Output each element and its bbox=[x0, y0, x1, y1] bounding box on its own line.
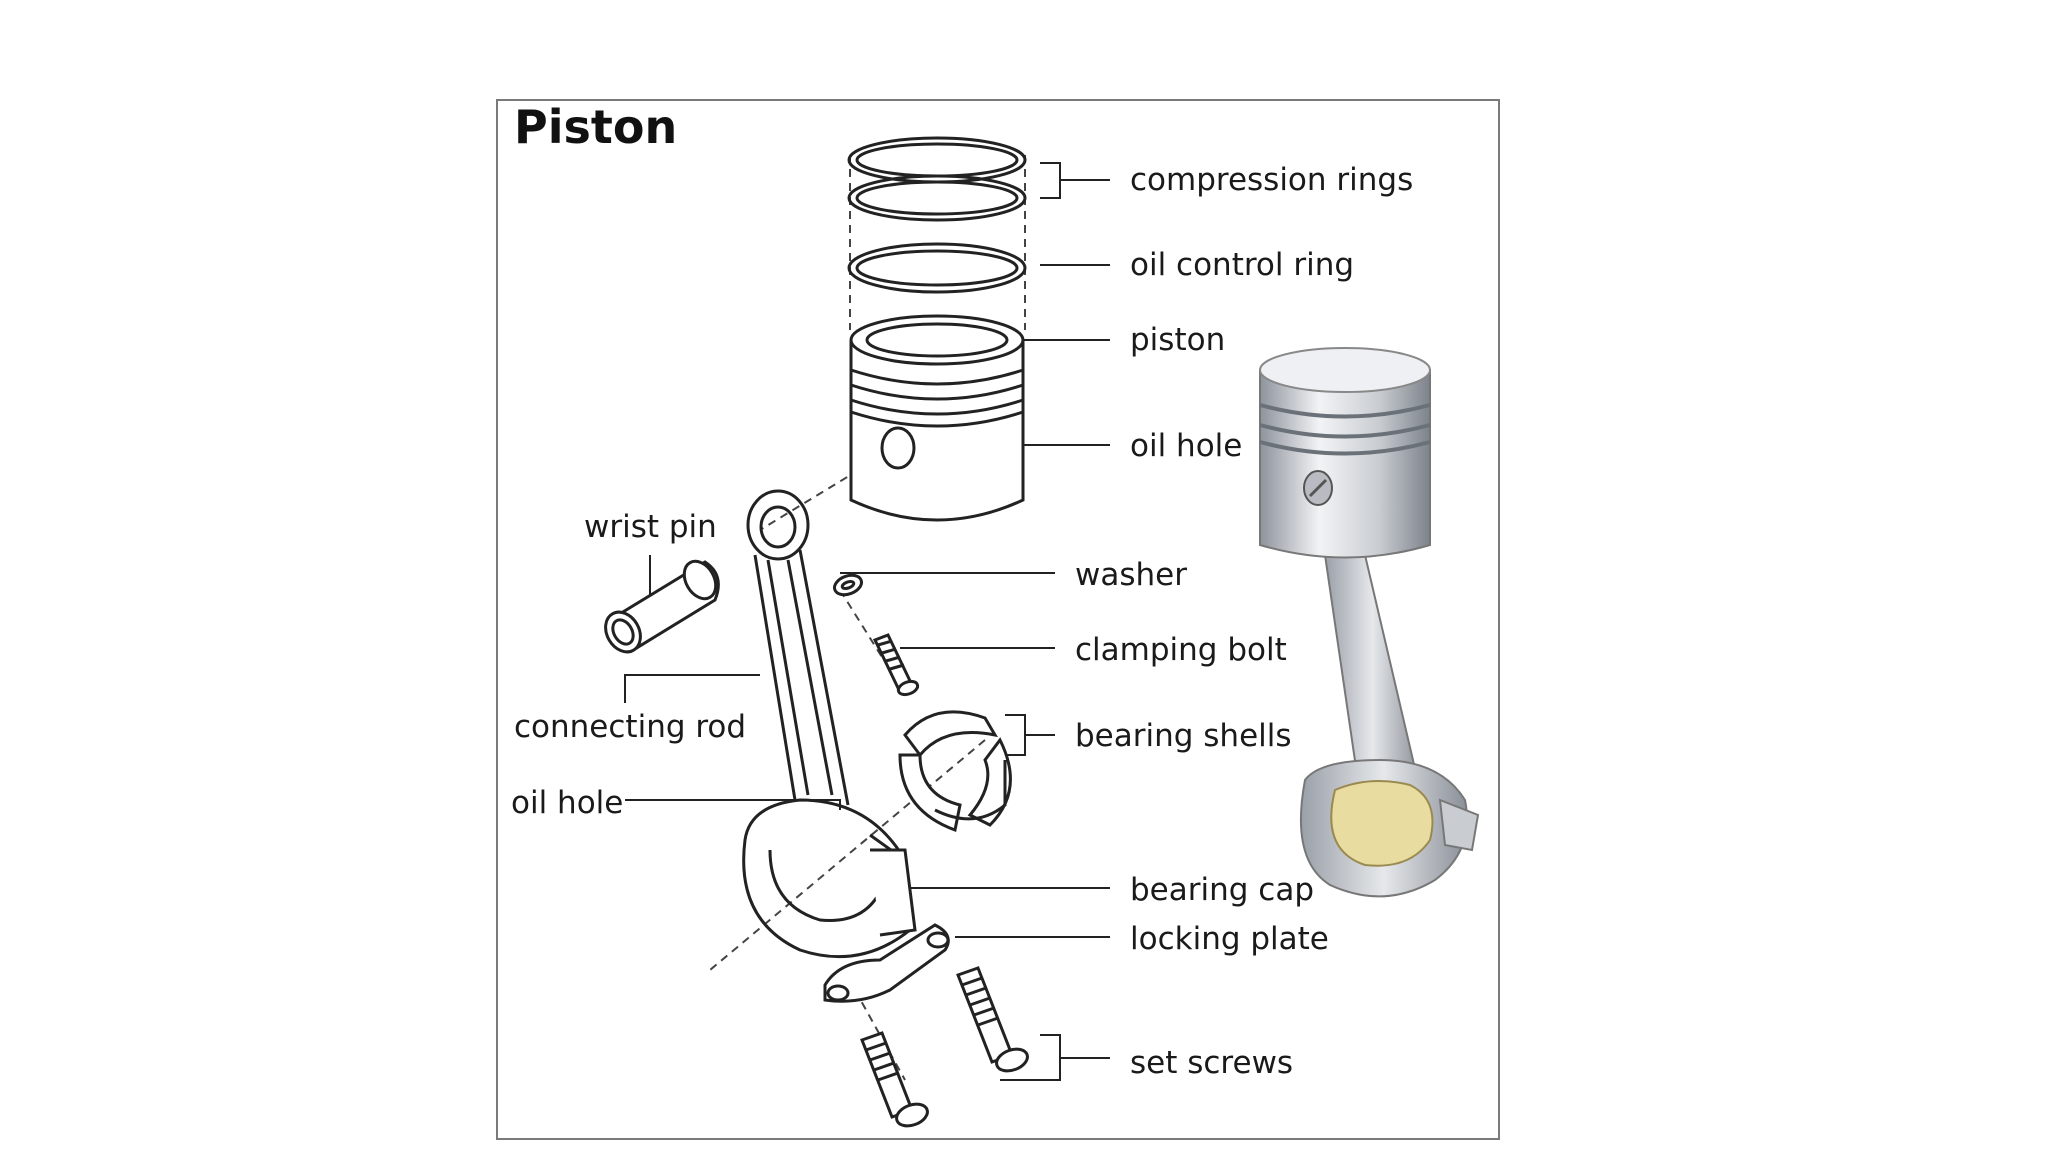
diagram-title: Piston bbox=[514, 100, 678, 154]
label-oil-hole-rod: oil hole bbox=[511, 785, 624, 821]
label-wrist-pin: wrist pin bbox=[584, 509, 717, 545]
compression-rings-illustration bbox=[847, 136, 1027, 222]
label-set-screws: set screws bbox=[1130, 1045, 1294, 1081]
set-screws-illustration bbox=[860, 966, 1029, 1128]
wrist-pin-illustration bbox=[604, 559, 720, 654]
label-compression-rings: compression rings bbox=[1130, 162, 1414, 198]
washer-illustration bbox=[832, 573, 864, 597]
label-piston: piston bbox=[1130, 322, 1226, 358]
bearing-shells-illustration bbox=[898, 710, 1012, 833]
label-connecting-rod: connecting rod bbox=[514, 709, 747, 745]
label-oil-hole-piston: oil hole bbox=[1130, 428, 1243, 464]
label-clamping-bolt: clamping bolt bbox=[1075, 632, 1287, 668]
leader-lines bbox=[624, 162, 1110, 1081]
piston-illustration bbox=[849, 314, 1025, 522]
assembly-axes bbox=[709, 155, 1026, 1081]
bearing-cap-illustration bbox=[870, 848, 917, 937]
assembled-piston-rod-illustration bbox=[1259, 347, 1480, 898]
label-oil-control-ring: oil control ring bbox=[1130, 247, 1355, 283]
label-locking-plate: locking plate bbox=[1130, 921, 1329, 957]
label-washer: washer bbox=[1075, 557, 1187, 593]
label-bearing-shells: bearing shells bbox=[1075, 718, 1292, 754]
oil-control-ring-illustration bbox=[847, 242, 1027, 294]
label-bearing-cap: bearing cap bbox=[1130, 872, 1315, 908]
locking-plate-illustration bbox=[823, 923, 950, 1003]
clamping-bolt-illustration bbox=[872, 633, 920, 697]
